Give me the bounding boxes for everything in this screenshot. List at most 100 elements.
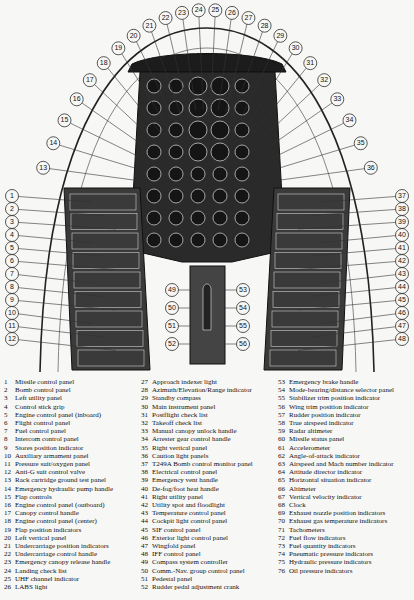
key-text: SIF control panel (152, 526, 275, 534)
key-number: 2 (4, 386, 15, 394)
canopy-frame (58, 48, 356, 372)
key-number: 67 (278, 493, 289, 501)
key-text: Fuel flow indicators (289, 534, 410, 542)
key-number: 3 (4, 394, 15, 402)
callout-number: 50 (164, 303, 180, 313)
callout-number: 42 (394, 256, 410, 266)
leader-line (310, 288, 396, 297)
console-panel (277, 214, 343, 230)
key-entry: 40De-fog/foot heat handle (141, 485, 275, 493)
key-number: 60 (278, 435, 289, 443)
callout-number: 33 (329, 94, 345, 104)
instrument-dials (147, 77, 249, 247)
callout-rings (6, 4, 409, 351)
callout-number: 53 (235, 285, 251, 295)
key-text: Rudder pedal adjustment crank (152, 583, 275, 591)
leader-line (322, 236, 396, 243)
callout-number: 13 (35, 163, 51, 173)
callout-number: 54 (235, 303, 251, 313)
key-entry: 71Tachometers (278, 526, 410, 534)
key-entry: 69Exhaust nozzle position indicators (278, 509, 410, 517)
leader-line (226, 24, 247, 112)
leader-line (18, 196, 92, 202)
key-entry: 31Postflight check list (141, 411, 275, 419)
key-number: 30 (141, 403, 152, 411)
dial (191, 167, 205, 181)
key-text: Clock (289, 501, 410, 509)
key-number: 72 (278, 534, 289, 542)
key-text: Horizontal situation indicator (289, 476, 410, 484)
key-text: Takeoff check list (152, 419, 275, 427)
key-entry: 1Missile control panel (4, 378, 138, 386)
callout-number: 26 (224, 8, 240, 18)
key-entry: 53Emergency brake handle (278, 378, 410, 386)
key-number: 68 (278, 501, 289, 509)
key-entry: 37T249A Bomb control monitor panel (141, 460, 275, 468)
console-panel (78, 350, 144, 366)
key-text: Azimuth/Elevation/Range indicator (152, 386, 275, 394)
key-number: 47 (141, 542, 152, 550)
key-entry: 63Airspeed and Mach number indicator (278, 460, 410, 468)
right-console (264, 188, 350, 370)
callout-number: 9 (4, 295, 20, 305)
key-entry: 6Flight control panel (4, 419, 138, 427)
dial (189, 121, 207, 139)
key-text: Oil pressure indicators (289, 567, 410, 575)
key-number: 55 (278, 394, 289, 402)
key-text: Landing check list (15, 567, 138, 575)
key-entry: 13Rack cartridge ground test panel (4, 476, 138, 484)
callout-number: 39 (394, 217, 410, 227)
key-number: 34 (141, 435, 152, 443)
leader-line (18, 262, 116, 270)
callout-number: 27 (240, 13, 256, 23)
leader-line (298, 301, 396, 310)
leader-line (179, 290, 191, 291)
callout-number: 48 (394, 334, 410, 344)
key-number: 41 (141, 493, 152, 501)
callout-number: 18 (96, 58, 112, 68)
key-number: 1 (4, 378, 15, 386)
leader-line (225, 308, 237, 309)
key-entry: 74Pneumatic pressure indicators (278, 550, 410, 558)
key-entry: 66Altimeter (278, 485, 410, 493)
key-number: 75 (278, 558, 289, 566)
callout-number: 8 (4, 282, 20, 292)
key-text: Caution light panels (152, 452, 275, 460)
key-number: 22 (4, 550, 15, 558)
canopy-arch (40, 28, 374, 372)
key-entry: 64Attitude director indicator (278, 468, 410, 476)
key-text: UHF channel indicator (15, 575, 138, 583)
key-text: Left vertical panel (15, 534, 138, 542)
key-entry: 43Temperature control panel (141, 509, 275, 517)
leader-line (276, 145, 354, 169)
key-number: 13 (4, 476, 15, 484)
key-text: Canopy control handle (15, 509, 138, 517)
key-text: Exterior light control panel (152, 534, 275, 542)
console-panel (70, 194, 136, 210)
leader-line (218, 19, 231, 110)
dial (169, 101, 183, 115)
key-number: 59 (278, 427, 289, 435)
key-text: IFF control panel (152, 550, 275, 558)
key-number: 35 (141, 444, 152, 452)
key-number: 61 (278, 444, 289, 452)
console-panel (275, 253, 341, 269)
callout-number: 56 (235, 339, 251, 349)
key-text: Mode-bearing/distance selector panel (289, 386, 410, 394)
glare-shield (128, 54, 286, 73)
leader-line (322, 196, 396, 202)
callout-number: 35 (353, 138, 369, 148)
callout-number: 24 (191, 5, 207, 15)
leader-line (225, 290, 237, 291)
key-text: Attitude director indicator (289, 468, 410, 476)
leader-line (167, 24, 188, 112)
key-entry: 35Right vertical panel (141, 444, 275, 452)
dial (147, 233, 161, 247)
key-text: Rack cartridge ground test panel (15, 476, 138, 484)
key-entry: 62Angle-of-attack indicator (278, 452, 410, 460)
key-text: Emergency vent handle (152, 476, 275, 484)
key-text: Cockpit light control panel (152, 517, 275, 525)
dial (169, 233, 183, 247)
callout-number: 36 (363, 163, 379, 173)
